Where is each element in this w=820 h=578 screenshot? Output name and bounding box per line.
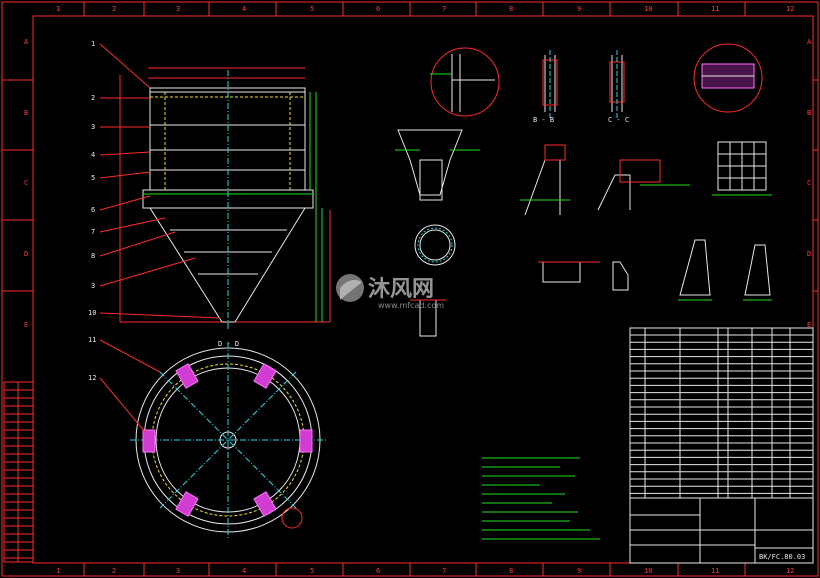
watermark: 沐风网 www.mfcad.com [336, 274, 444, 310]
row-label-c-right: C [807, 179, 811, 187]
col-label-4-bottom: 4 [242, 567, 246, 575]
elevation-callout-8: 8 [91, 252, 95, 260]
col-label-9: 9 [577, 5, 581, 13]
title-block: BK/FC.80.03 [629, 497, 814, 564]
col-label-11: 11 [711, 5, 719, 13]
col-label-1-bottom: 1 [56, 567, 60, 575]
section-bb-title: B - B [533, 116, 554, 124]
col-label-12-bottom: 12 [786, 567, 794, 575]
col-label-8-bottom: 8 [509, 567, 513, 575]
row-label-d: D [24, 250, 28, 258]
row-label-a: A [24, 38, 29, 46]
elevation-callout-3b: 3 [91, 282, 95, 290]
col-label-4: 4 [242, 5, 246, 13]
row-label-e-right: E [807, 321, 811, 329]
row-label-d-right: D [807, 250, 811, 258]
col-label-8: 8 [509, 5, 513, 13]
watermark-url: www.mfcad.com [378, 301, 444, 310]
row-label-a-right: A [807, 38, 812, 46]
col-label-5: 5 [310, 5, 314, 13]
watermark-logo-icon [336, 274, 364, 302]
row-label-c: C [24, 179, 28, 187]
elevation-callout-4: 4 [91, 151, 95, 159]
col-label-2: 2 [112, 5, 116, 13]
col-label-11-bottom: 11 [711, 567, 719, 575]
col-label-7: 7 [442, 5, 446, 13]
detail-views: B - B C - C [395, 43, 772, 337]
col-label-3-bottom: 3 [176, 567, 180, 575]
row-label-b: B [24, 109, 28, 117]
watermark-brand: 沐风网 [368, 277, 434, 302]
elevation-callout-3: 3 [91, 123, 95, 131]
col-label-3: 3 [176, 5, 180, 13]
col-label-7-bottom: 7 [442, 567, 446, 575]
plan-callout-12: 12 [88, 374, 96, 382]
col-label-9-bottom: 9 [577, 567, 581, 575]
technical-notes [482, 457, 600, 540]
plan-view-title: D - D [218, 340, 239, 348]
col-label-5-bottom: 5 [310, 567, 314, 575]
col-label-1: 1 [56, 5, 60, 13]
col-label-2-bottom: 2 [112, 567, 116, 575]
elevation-callout-7: 7 [91, 228, 95, 236]
row-label-b-right: B [807, 109, 811, 117]
elevation-view: 1 2 3 4 5 6 7 8 3 10 [88, 40, 331, 330]
plan-callout-11: 11 [88, 336, 96, 344]
elevation-callout-5: 5 [91, 174, 95, 182]
section-cc-title: C - C [608, 116, 629, 124]
elevation-callout-6: 6 [91, 206, 95, 214]
col-label-10-bottom: 10 [644, 567, 652, 575]
elevation-callout-2: 2 [91, 94, 95, 102]
elevation-callout-10: 10 [88, 309, 96, 317]
col-label-10: 10 [644, 5, 652, 13]
plan-view: D - D 11 12 [88, 336, 326, 538]
drawing-number: BK/FC.80.03 [759, 553, 805, 561]
left-revision-table [3, 381, 34, 563]
grid-labels: 1 2 3 4 5 6 7 8 9 10 11 12 1 2 3 4 5 6 7… [24, 5, 812, 575]
col-label-6-bottom: 6 [376, 567, 380, 575]
col-label-12: 12 [786, 5, 794, 13]
elevation-callout-1: 1 [91, 40, 95, 48]
row-label-e: E [24, 321, 28, 329]
col-label-6: 6 [376, 5, 380, 13]
parts-list-table [629, 327, 814, 499]
